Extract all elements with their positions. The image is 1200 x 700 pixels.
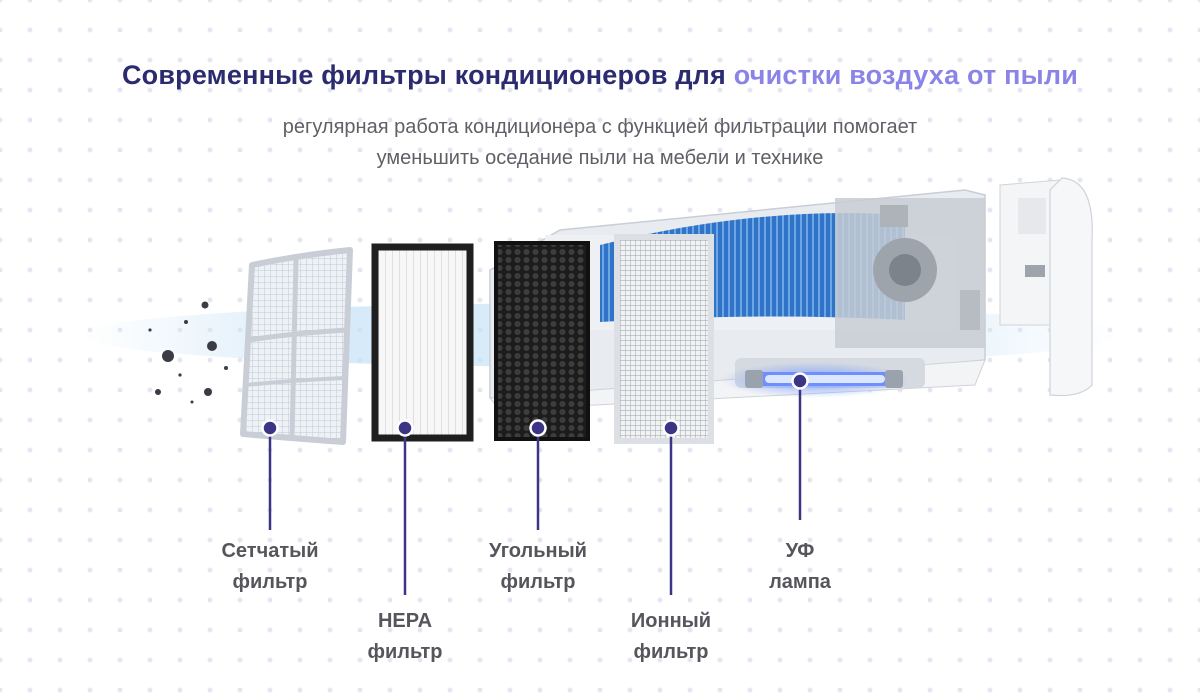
subtitle-line-1: регулярная работа кондиционера с функцие… (282, 116, 918, 138)
label-carbon-filter-line2: фильтр (500, 571, 576, 593)
subtitle-line-2: уменьшить оседание пыли на мебели и техн… (376, 147, 824, 169)
label-uv-lamp: УФ лампа (720, 536, 880, 598)
label-ionic-filter-line2: фильтр (633, 641, 709, 663)
mesh-filter (240, 247, 353, 445)
label-carbon-filter-line1: Угольный (489, 540, 587, 562)
marker-hepa (396, 419, 414, 437)
markers (261, 372, 809, 437)
label-mesh-filter-line1: Сетчатый (221, 540, 319, 562)
subtitle: регулярная работа кондиционера с функцие… (0, 112, 1200, 174)
marker-carbon (529, 419, 547, 437)
hepa-filter (371, 243, 474, 442)
label-ionic-filter-line1: Ионный (630, 610, 712, 632)
uv-lamp (720, 362, 910, 398)
label-ionic-filter: Ионный фильтр (591, 606, 751, 668)
marker-uv (791, 372, 809, 390)
title-accent: очистки воздуха от пыли (733, 60, 1079, 90)
label-hepa-filter-line2: фильтр (367, 641, 443, 663)
connector-lines (268, 381, 802, 595)
label-uv-lamp-line1: УФ (785, 540, 815, 562)
label-uv-lamp-line2: лампа (769, 571, 831, 593)
dust-particles (148, 301, 228, 404)
ionic-filter (614, 234, 714, 444)
label-hepa-filter-line1: HEPA (377, 610, 433, 632)
label-mesh-filter: Сетчатый фильтр (190, 536, 350, 598)
label-mesh-filter-line2: фильтр (232, 571, 308, 593)
title-main: Современные фильтры кондиционеров для (121, 60, 734, 90)
marker-ionic (662, 419, 680, 437)
carbon-filter (494, 241, 590, 441)
marker-mesh (261, 419, 279, 437)
label-carbon-filter: Угольный фильтр (458, 536, 618, 598)
page-title: Современные фильтры кондиционеров для оч… (0, 60, 1200, 91)
label-hepa-filter: HEPA фильтр (325, 606, 485, 668)
